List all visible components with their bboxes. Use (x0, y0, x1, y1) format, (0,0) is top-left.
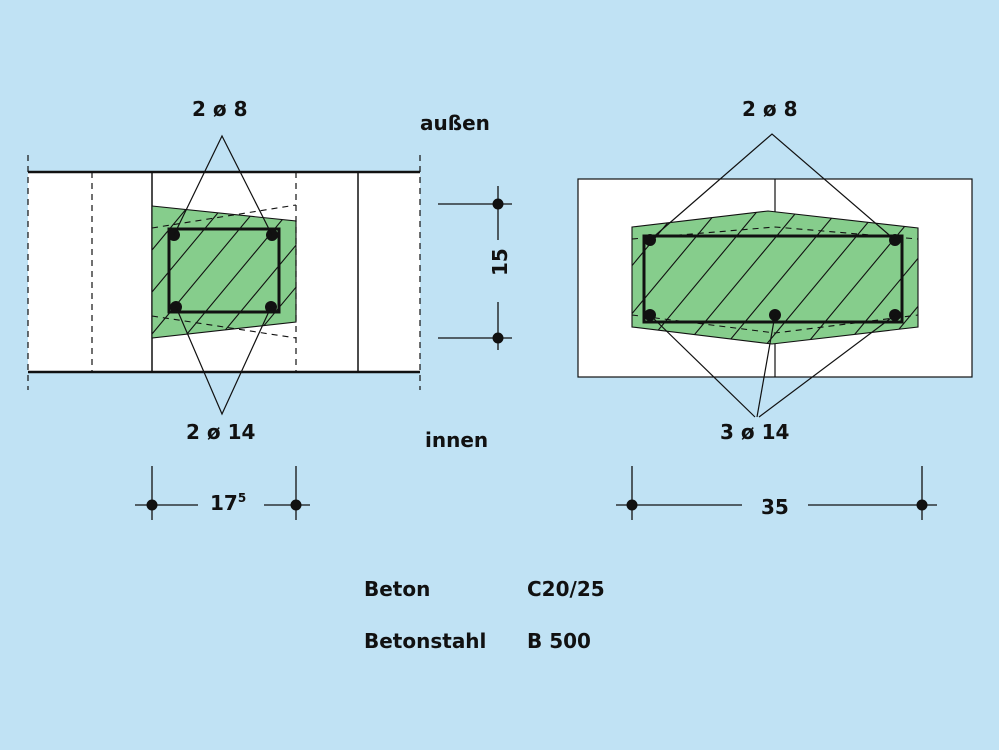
stirrup (642, 234, 904, 324)
label-right-top-rebar: 2 ø 8 (742, 97, 798, 121)
zone-hatching (152, 206, 296, 338)
right-width-dimension (616, 466, 937, 520)
leader-top-rebar (649, 133, 896, 241)
left-width-main: 17 (210, 491, 238, 515)
label-left-bottom-rebar: 2 ø 14 (186, 420, 256, 444)
zone-hatching (632, 211, 918, 344)
right-column-section (577, 133, 973, 418)
dashed-chamfer-bottom (151, 315, 297, 339)
leader-bottom-rebar (756, 314, 776, 418)
label-left-top-rebar: 2 ø 8 (192, 97, 248, 121)
leader-bottom-rebar (649, 314, 756, 418)
zone-outline (631, 210, 919, 345)
label-height-dim: 15 (488, 248, 512, 276)
leader-bottom-rebar (175, 306, 272, 416)
label-inside: innen (425, 428, 489, 452)
left-width-sup: 5 (237, 491, 247, 505)
dashed-chamfer-top (151, 204, 297, 229)
height-dimension (438, 186, 512, 350)
left-width-dimension (135, 466, 310, 520)
leader-top-rebar (173, 134, 273, 236)
compression-zone (152, 206, 296, 338)
label-left-width-dim: 175 (210, 492, 246, 513)
material-name: Beton (364, 577, 431, 601)
label-right-width-dim: 35 (761, 495, 789, 519)
leader-bottom-rebar (758, 314, 896, 418)
stirrup (167, 227, 281, 314)
zone-outline (151, 205, 297, 339)
material-value: B 500 (527, 629, 591, 653)
material-name: Betonstahl (364, 629, 487, 653)
compression-zone (632, 211, 918, 344)
label-right-bottom-rebar: 3 ø 14 (720, 420, 790, 444)
label-outside: außen (420, 111, 490, 135)
material-value: C20/25 (527, 577, 605, 601)
left-wall-section (27, 134, 421, 416)
